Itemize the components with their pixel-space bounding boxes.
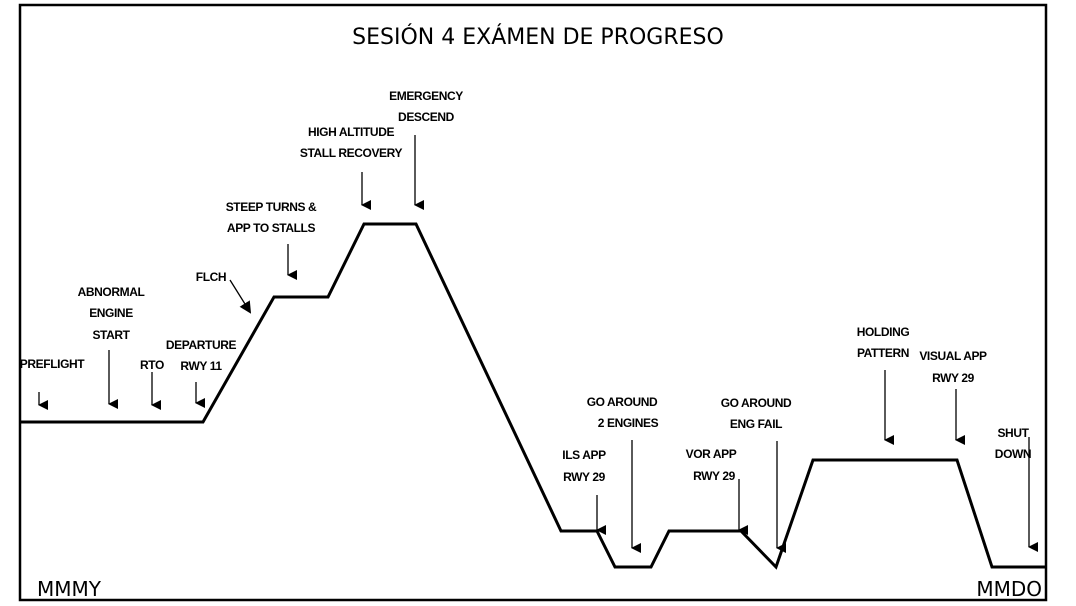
event-steep-turns: STEEP TURNS & APP TO STALLS xyxy=(226,200,317,280)
event-rto: RTO xyxy=(140,358,164,410)
event-departure: DEPARTURE RWY 11 xyxy=(166,338,237,408)
event-label: DESCEND xyxy=(398,110,455,124)
event-go-around-eng-fail: GO AROUND ENG FAIL xyxy=(721,396,792,553)
event-label: RTO xyxy=(140,358,164,372)
event-annotations: PREFLIGHT ABNORMAL ENGINE START RTODEPARTURE… xyxy=(20,89,1038,553)
event-label: FLCH xyxy=(196,270,226,284)
event-label: STALL RECOVERY xyxy=(300,146,403,160)
event-label: GO AROUND xyxy=(721,396,792,410)
event-label: RWY 11 xyxy=(180,359,222,373)
frame-border xyxy=(18,3,1048,602)
event-label: SHUT xyxy=(997,426,1029,440)
diagram-title: SESIÓN 4 EXÁMEN DE PROGRESO xyxy=(352,24,724,50)
event-label: EMERGENCY xyxy=(389,89,463,103)
event-label: VOR APP xyxy=(686,447,737,461)
event-label: DEPARTURE xyxy=(166,338,237,352)
event-shut-down: SHUT DOWN xyxy=(995,426,1038,552)
event-label: APP TO STALLS xyxy=(227,221,316,235)
event-label: HOLDING xyxy=(857,325,910,339)
event-label: PREFLIGHT xyxy=(20,357,85,371)
event-abnormal-engine-start: ABNORMAL ENGINE START xyxy=(78,285,145,409)
event-label: RWY 29 xyxy=(693,469,736,483)
origin-airport: MMMY xyxy=(37,577,102,601)
event-high-altitude-stall: HIGH ALTITUDE STALL RECOVERY xyxy=(300,125,403,210)
event-emergency-descend: EMERGENCY DESCEND xyxy=(389,89,464,210)
event-holding-pattern: HOLDING PATTERN xyxy=(857,325,910,445)
event-label: RWY 29 xyxy=(563,470,606,484)
event-label: HIGH ALTITUDE xyxy=(308,125,395,139)
flight-profile-line xyxy=(20,222,1046,570)
event-label: VISUAL APP xyxy=(919,349,987,363)
event-label: PATTERN xyxy=(857,346,909,360)
event-label: GO AROUND xyxy=(587,395,658,409)
event-vor-app: VOR APP RWY 29 xyxy=(686,447,748,535)
event-label: ENG FAIL xyxy=(730,417,782,431)
event-visual-app: VISUAL APP RWY 29 xyxy=(919,349,987,445)
event-label: RWY 29 xyxy=(932,371,975,385)
event-label: ENGINE xyxy=(89,306,133,320)
event-preflight: PREFLIGHT xyxy=(20,357,86,410)
event-label: DOWN xyxy=(995,447,1031,461)
destination-airport: MMDO xyxy=(976,577,1042,601)
event-label: ILS APP xyxy=(562,448,606,462)
event-label: START xyxy=(92,328,130,342)
event-ils-app: ILS APP RWY 29 xyxy=(562,448,607,535)
event-go-around-2-engines: GO AROUND 2 ENGINES xyxy=(587,395,659,553)
event-label: ABNORMAL xyxy=(78,285,145,299)
event-label: STEEP TURNS & xyxy=(226,200,317,214)
event-flch: FLCH xyxy=(196,270,252,314)
event-label: 2 ENGINES xyxy=(598,416,659,430)
arrow-down-icon xyxy=(229,279,252,314)
